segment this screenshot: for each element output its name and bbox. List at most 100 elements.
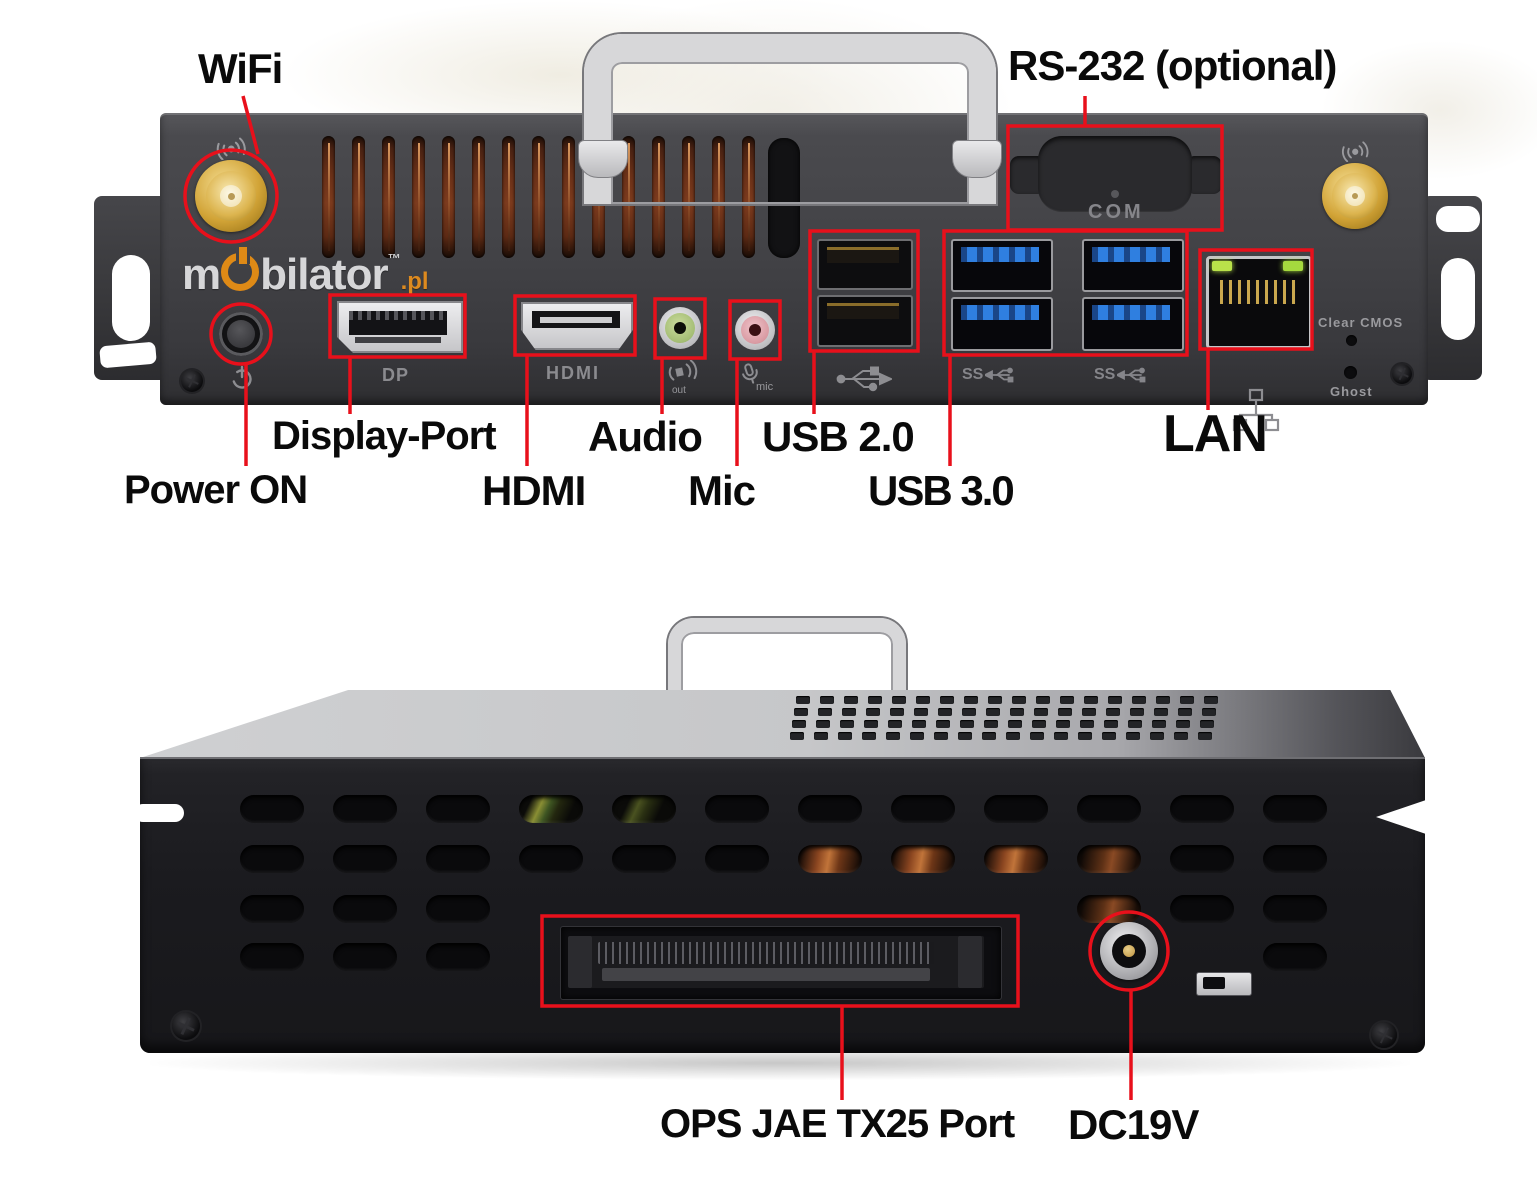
vent-slot-wide: [768, 138, 800, 258]
dp-highlight-box: [328, 293, 467, 359]
decor-tvent: [352, 136, 365, 258]
decor-ov: [426, 943, 490, 971]
decor-perf: [1006, 732, 1020, 740]
decor-perf: [936, 720, 950, 728]
mic-icon: [742, 363, 758, 384]
decor-tvent: [682, 136, 695, 258]
decor-perf: [1200, 720, 1214, 728]
usb3-tongue: [961, 247, 1039, 262]
hdmi-port-label: HDMI: [546, 363, 600, 383]
decor-perf: [814, 732, 828, 740]
decor-perf: [864, 720, 878, 728]
decor-ov: [1170, 845, 1234, 873]
decor-perf: [916, 696, 930, 704]
ops-connector-bar: [602, 968, 930, 981]
decor-tvent: [412, 136, 425, 258]
decor-perf: [1152, 720, 1166, 728]
decor-ov: [333, 845, 397, 873]
mic-text: mic: [756, 381, 774, 393]
usb2-tongue: [827, 247, 899, 263]
decor-perf: [844, 696, 858, 704]
decor-tvent: [472, 136, 485, 258]
decor-perf: [1012, 696, 1026, 704]
clear-cmos-label: Clear CMOS: [1318, 315, 1404, 330]
decor-perf: [914, 708, 928, 716]
usb3-tongue: [1092, 305, 1170, 320]
decor-perf: [1032, 720, 1046, 728]
decor-ov: [333, 895, 397, 923]
decor-tvent: [652, 136, 665, 258]
brand-logo-tld: .pl: [400, 268, 429, 295]
superspeed-usb-icon: SS: [1094, 366, 1147, 384]
decor-tvent: [382, 136, 395, 258]
decor-perf: [1034, 708, 1048, 716]
decor-perf: [1080, 720, 1094, 728]
brand-logo-prefix: m: [182, 250, 221, 299]
usb3-highlight-box: [942, 229, 1189, 357]
decor-perf: [934, 732, 948, 740]
decor-perf: [838, 732, 852, 740]
audio-out-hole: [674, 322, 686, 334]
decor-perf: [958, 732, 972, 740]
decor-perf: [818, 708, 832, 716]
decor-perf: [1130, 708, 1144, 716]
decor-ov: [705, 845, 769, 873]
bracket-slot: [1436, 206, 1480, 232]
decor-perf: [1174, 732, 1188, 740]
decor-perf: [842, 708, 856, 716]
usb3-tongue: [961, 305, 1039, 320]
decor-ov: [1170, 795, 1234, 823]
decor-ov: [891, 795, 955, 823]
decor-perf: [960, 720, 974, 728]
power-button-cap: [227, 320, 255, 348]
decor-perf: [982, 732, 996, 740]
trademark-mark: ™: [387, 251, 401, 266]
decor-ov: [426, 795, 490, 823]
decor-perf: [986, 708, 1000, 716]
dc-jack-pin: [1123, 945, 1135, 957]
decor-tvent: [562, 136, 575, 258]
decor-perf: [816, 720, 830, 728]
usb3-tongue: [1092, 247, 1170, 262]
case-notch-left: [134, 804, 184, 822]
decor-perf: [1030, 732, 1044, 740]
decor-ov: [333, 943, 397, 971]
decor-ov: [1263, 943, 1327, 971]
chassis-screw: [1392, 364, 1412, 384]
chassis-screw: [1371, 1022, 1397, 1048]
decor-ov: [705, 795, 769, 823]
decor-perf: [1056, 720, 1070, 728]
decor-perf: [962, 708, 976, 716]
displayport-inset: [349, 311, 447, 335]
ops-connector-tab: [568, 936, 592, 988]
decor-ov: [984, 795, 1048, 823]
com-knockout-dot: [1111, 190, 1119, 198]
com-knockout-ear: [1186, 156, 1222, 194]
decor-perf: [912, 720, 926, 728]
decor-ov: [240, 795, 304, 823]
brand-logo-suffix: bilator: [260, 250, 388, 299]
label-usb3: USB 3.0: [868, 467, 1015, 514]
label-rs232: RS-232 (optional): [1008, 42, 1337, 89]
decor-ov: [1077, 795, 1141, 823]
logo-power-icon: [221, 247, 260, 291]
decor-ov: [798, 795, 862, 823]
decor-ov: [891, 845, 955, 873]
bracket-slot: [112, 255, 150, 341]
chassis-screw: [181, 370, 203, 392]
decor-perf: [1010, 708, 1024, 716]
decor-perf: [1176, 720, 1190, 728]
lan-icon: [1232, 388, 1280, 432]
decor-perf: [1104, 720, 1118, 728]
com-knockout-plate: [1038, 136, 1192, 212]
lan-led-right: [1283, 261, 1303, 271]
decor-perf: [820, 696, 834, 704]
decor-perf: [1202, 708, 1216, 716]
decor-perf: [792, 720, 806, 728]
ops-connector-tab: [958, 936, 982, 988]
decor-ov: [240, 845, 304, 873]
decor-perf: [1054, 732, 1068, 740]
dc-highlight-circle: [1088, 910, 1170, 992]
label-power-on: Power ON: [124, 468, 308, 512]
ss-text: SS: [1094, 366, 1116, 383]
